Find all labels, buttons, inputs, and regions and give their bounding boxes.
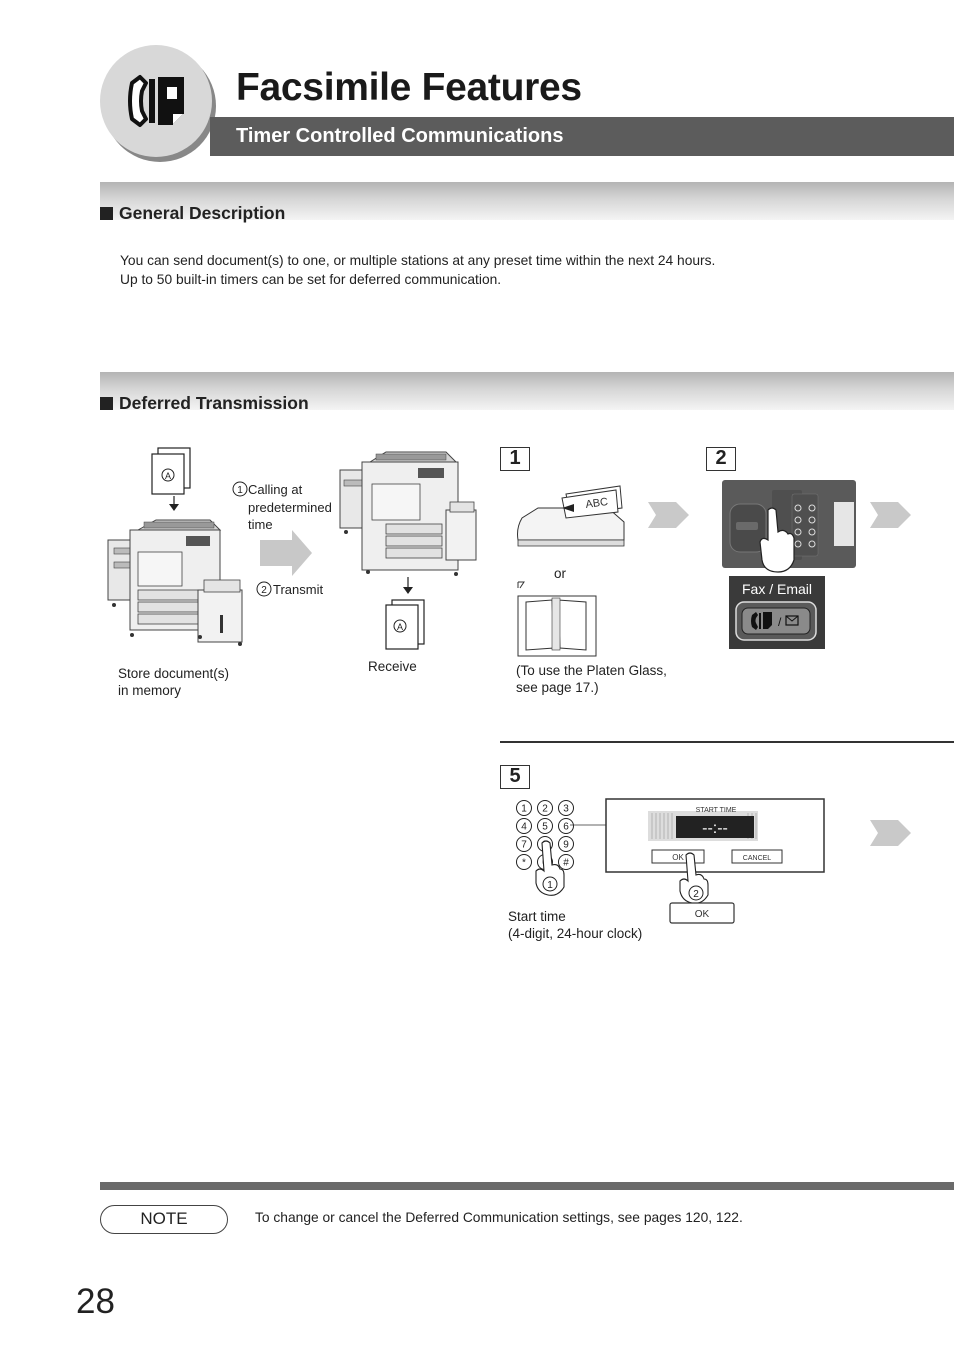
bullet-square-icon	[100, 397, 113, 410]
header-logo-circle	[100, 45, 212, 157]
platen-glass-icon	[517, 581, 597, 657]
svg-text:1: 1	[237, 485, 243, 496]
section-heading-deferred: Deferred Transmission	[100, 393, 309, 414]
note-text: To change or cancel the Deferred Communi…	[255, 1210, 743, 1225]
keypad-key-label: *	[522, 858, 526, 869]
svg-text:--:--: --:--	[702, 820, 728, 837]
pointing-hand-icon: 1	[535, 840, 565, 896]
svg-text:predetermined: predetermined	[248, 500, 332, 515]
keypad-key-label: #	[563, 858, 569, 869]
svg-text:Fax / Email: Fax / Email	[742, 581, 812, 597]
svg-text:A: A	[397, 622, 403, 632]
step-divider	[500, 741, 954, 743]
step-arrow-icon	[870, 820, 911, 846]
start-time-illustration: 123456789*0# START TIME --:-- OK CANCEL …	[516, 798, 825, 924]
document-feeder-icon: ABC	[517, 485, 625, 547]
step-arrow-icon	[870, 502, 911, 528]
fax-phone-icon	[128, 75, 184, 127]
copier-machine-receiver-icon	[339, 451, 477, 576]
fax-email-key-icon: /	[751, 612, 799, 630]
keypad-key	[516, 854, 532, 870]
keypad-key	[558, 800, 574, 816]
lcd-screen: START TIME --:-- OK CANCEL	[605, 798, 825, 873]
svg-text:ABC: ABC	[585, 496, 609, 511]
svg-text:Transmit: Transmit	[273, 582, 323, 597]
keypad-key-label: 3	[563, 804, 569, 815]
svg-text:time: time	[248, 517, 273, 532]
control-panel-illustration: Fax / Email /	[722, 480, 856, 649]
svg-text:OK: OK	[672, 853, 684, 862]
description-line: You can send document(s) to one, or mult…	[120, 253, 716, 268]
keypad-key-label: 9	[563, 840, 569, 851]
keypad-key	[516, 800, 532, 816]
keypad-key	[537, 800, 553, 816]
keypad-key	[516, 818, 532, 834]
platen-note: (To use the Platen Glass, see page 17.)	[516, 663, 667, 695]
svg-text:/: /	[778, 615, 782, 629]
keypad-key	[558, 818, 574, 834]
section-bar-deferred	[100, 372, 954, 410]
page-title: Facsimile Features	[236, 66, 582, 109]
document-stack-icon: A	[151, 447, 191, 495]
subtitle-bar	[210, 117, 954, 156]
step-number-1: 1	[500, 447, 530, 471]
step-arrow-icon	[648, 502, 689, 528]
page-number: 28	[76, 1282, 115, 1321]
keypad-key	[516, 836, 532, 852]
copier-machine-sender-icon	[107, 519, 243, 646]
keypad-key-label: 5	[542, 822, 548, 833]
footer-divider	[100, 1182, 954, 1190]
svg-text:2: 2	[261, 585, 267, 596]
svg-text:1: 1	[547, 880, 553, 891]
keypad-key	[558, 854, 574, 870]
receive-label: Receive	[368, 659, 417, 674]
keypad-key-label: 1	[521, 804, 527, 815]
svg-text:A: A	[165, 471, 171, 481]
page-subtitle: Timer Controlled Communications	[236, 125, 564, 147]
svg-text:START TIME: START TIME	[696, 807, 737, 814]
note-badge: NOTE	[100, 1205, 228, 1234]
svg-text:OK: OK	[695, 909, 710, 920]
deferred-transmission-diagram: A 1 Calling at predetermined time 2 Tran…	[107, 447, 477, 650]
section-bar-general	[100, 182, 954, 220]
svg-text:2: 2	[693, 889, 699, 900]
keypad-key-label: 7	[521, 840, 527, 851]
step-number-5: 5	[500, 765, 530, 789]
keypad-key	[558, 836, 574, 852]
section-heading-general: General Description	[100, 203, 285, 224]
or-label: or	[554, 566, 567, 581]
keypad-key	[537, 818, 553, 834]
start-time-caption: Start time (4-digit, 24-hour clock)	[508, 909, 643, 941]
keypad-key-label: 4	[521, 822, 527, 833]
svg-text:CANCEL: CANCEL	[743, 855, 772, 862]
step-number-2: 2	[706, 447, 736, 471]
bullet-square-icon	[100, 207, 113, 220]
keypad-key-label: 6	[563, 822, 569, 833]
received-document-icon: A	[385, 599, 425, 650]
description-line: Up to 50 built-in timers can be set for …	[120, 271, 502, 287]
adf-and-platen-illustration: ABC	[517, 485, 625, 657]
general-description-text: You can send document(s) to one, or mult…	[120, 252, 715, 289]
store-label: Store document(s) in memory	[118, 666, 230, 698]
ok-button-illustration	[669, 902, 735, 924]
transmit-arrow-icon	[260, 530, 312, 576]
svg-text:Calling at: Calling at	[248, 482, 303, 497]
pointing-hand-icon: 2	[679, 852, 709, 904]
keypad-key-label: 2	[542, 804, 548, 815]
